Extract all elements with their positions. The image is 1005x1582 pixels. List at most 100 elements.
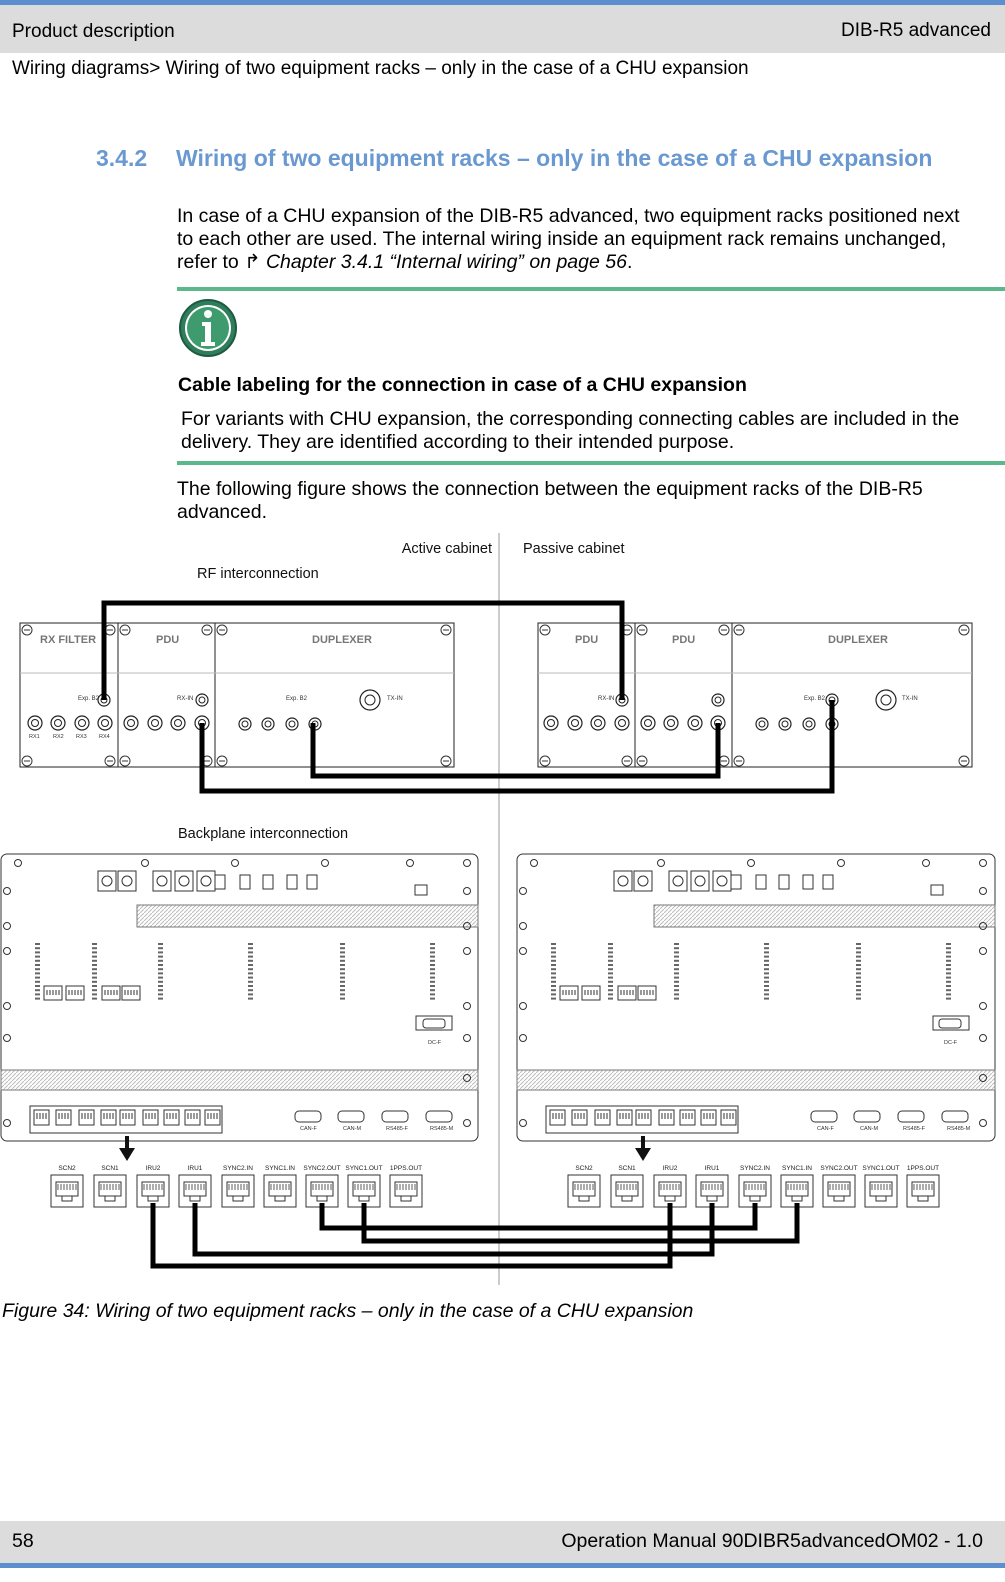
terminal-screw-icon [200, 875, 212, 887]
dsub-connector [294, 1110, 322, 1123]
port-label: SCN2 [575, 1165, 593, 1172]
pin-strip [158, 993, 163, 996]
can-m-label-right: CAN-M [860, 1126, 878, 1132]
pin-strip [674, 972, 679, 975]
dsub-connector [941, 1110, 969, 1123]
pin-strip [340, 955, 345, 958]
dsub-connector [337, 1110, 365, 1123]
pin-strip [764, 993, 769, 996]
pin-strip [551, 951, 556, 954]
pin-strip [764, 947, 769, 950]
pin-strip [430, 951, 435, 954]
rj45-latch [664, 1195, 676, 1202]
rj45-latch [833, 1195, 845, 1202]
coax-connector-icon [543, 715, 559, 731]
pin-strip [248, 947, 253, 950]
header-connector [239, 874, 251, 890]
pin-strip [92, 985, 97, 987]
pin-strip [608, 972, 613, 975]
coax-connector-core-icon [31, 719, 39, 727]
port-label: SYNC1.IN [782, 1165, 812, 1172]
pin-strip [430, 964, 435, 966]
pin-strip [856, 947, 861, 950]
port-label: SYNC2.IN [740, 1165, 770, 1172]
pin-strip [158, 947, 163, 950]
pin-strip [340, 985, 345, 987]
pin-strip [764, 959, 769, 962]
pin-strip [35, 943, 40, 945]
pin-strip [608, 955, 613, 958]
pin-strip [856, 993, 861, 996]
pin-strip [608, 989, 613, 992]
cable-iru2-to-iru2 [150, 1203, 673, 1269]
wiring-figure: Active cabinet Passive cabinet RF interc… [0, 533, 1005, 1285]
pin-strip [248, 955, 253, 958]
terminal-screw-icon [178, 875, 190, 887]
pin-strip [764, 964, 769, 966]
port-label: 1PPS.OUT [390, 1165, 422, 1172]
pin-strip [248, 985, 253, 987]
mount-hole-icon [979, 887, 987, 895]
section-number: 3.4.2 [96, 145, 148, 171]
chapter-link[interactable]: Chapter 3.4.1 “Internal wiring” on page … [265, 251, 627, 273]
cable-exp-b2-to-rx-in [101, 600, 625, 700]
pin-strip [608, 980, 613, 983]
coax-connector-core-icon [78, 719, 86, 727]
left-backplane [0, 853, 479, 1142]
coax-connector-core-icon [644, 719, 652, 727]
coax-connector-core-icon [364, 694, 376, 706]
pdu-label-right-1: PDU [575, 634, 598, 646]
port-label: SYNC2.OUT [820, 1165, 857, 1172]
rx-filter-label: RX FILTER [40, 634, 96, 646]
mount-hole-icon [979, 859, 987, 867]
rj45-latch [232, 1195, 244, 1202]
rj45-jack [658, 1109, 675, 1126]
mount-hole-icon [519, 1119, 527, 1127]
pin-strip [35, 951, 40, 954]
terminal-screw-icon [101, 875, 113, 887]
dsub-connector [897, 1110, 925, 1123]
coax-connector-icon [261, 717, 275, 731]
rj45-latch [749, 1195, 761, 1202]
terminal-block [712, 870, 732, 892]
tx-in-label: TX-IN [387, 696, 403, 702]
mount-hole-icon [3, 947, 11, 955]
rj45-jack [78, 1109, 95, 1126]
page-footer [0, 1521, 1005, 1563]
pin-strip [158, 980, 163, 983]
pin-strip [551, 968, 556, 971]
pin-strip [946, 959, 951, 962]
pin-strip [35, 964, 40, 966]
mount-hole-icon [406, 859, 414, 867]
header-connector [214, 874, 226, 890]
dsub-connector [422, 1018, 446, 1029]
mount-hole-icon [530, 859, 538, 867]
mount-hole-icon [3, 1119, 11, 1127]
pin-strip [674, 955, 679, 958]
pin-strip [248, 968, 253, 971]
port-label: 1PPS.OUT [907, 1165, 939, 1172]
small-connector [414, 884, 428, 896]
pin-strip [764, 976, 769, 979]
pin-strip [551, 959, 556, 962]
pin-strip [158, 985, 163, 987]
pin-strip [92, 955, 97, 958]
duplexer-label-left: DUPLEXER [312, 634, 372, 646]
coax-connector-icon [27, 715, 43, 731]
mount-hole-icon [979, 1034, 987, 1042]
dsub-connector [810, 1110, 838, 1123]
coax-connector-core-icon [241, 720, 249, 728]
rj45-jack [549, 1109, 566, 1126]
terminal-screw-icon [716, 875, 728, 887]
rx1-label: RX1 [29, 734, 40, 740]
pin-strip [340, 968, 345, 971]
pin-strip [551, 943, 556, 945]
footer-bottom-rule [0, 1563, 1005, 1568]
rs485-f-label-right: RS485-F [903, 1126, 926, 1132]
pin-strip [946, 951, 951, 954]
port-label: SYNC2.IN [223, 1165, 253, 1172]
terminal-block [633, 870, 653, 892]
dc-f-label-right: DC-F [944, 1040, 958, 1046]
rs485-f-label-left: RS485-F [386, 1126, 409, 1132]
pin-strip [35, 985, 40, 987]
